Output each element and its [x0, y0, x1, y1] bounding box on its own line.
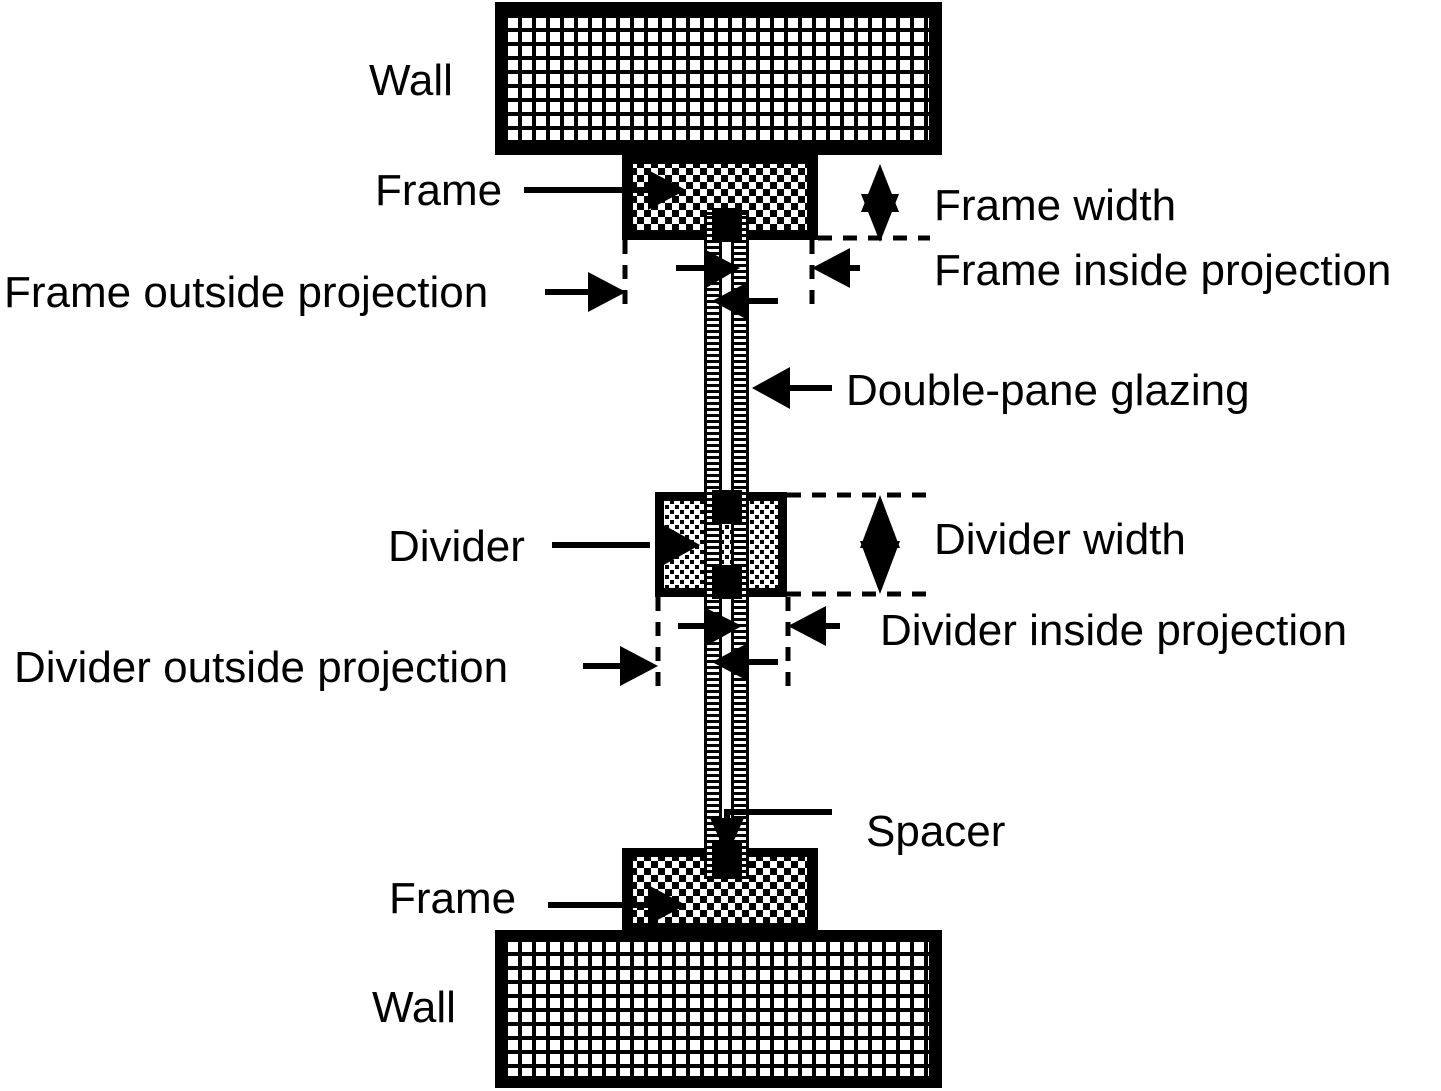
- label-wall-bottom: Wall: [372, 983, 456, 1032]
- label-spacer: Spacer: [866, 807, 1005, 856]
- frame-projection-inner-arrows: [676, 250, 778, 319]
- divider-outside-projection-leader: [583, 646, 658, 686]
- label-divider-inside-projection: Divider inside projection: [880, 606, 1347, 655]
- divider-width-dimension-arrow: [860, 495, 900, 594]
- frame-top: [622, 155, 818, 240]
- label-divider-width: Divider width: [934, 515, 1186, 564]
- frame-width-dimension-arrow: [861, 164, 899, 242]
- label-double-pane-glazing: Double-pane glazing: [846, 366, 1250, 415]
- divider-leader: [552, 523, 700, 567]
- label-frame-inside-projection: Frame inside projection: [934, 246, 1391, 295]
- divider-block: [655, 490, 787, 599]
- label-wall-top: Wall: [369, 56, 453, 105]
- label-divider: Divider: [388, 522, 525, 571]
- frame-outside-projection-leader: [545, 272, 626, 312]
- dimension-guides: [622, 235, 930, 690]
- frame-top-leader: [524, 170, 686, 210]
- label-frame-width: Frame width: [934, 181, 1176, 230]
- label-frame-top: Frame: [375, 166, 502, 215]
- wall-bottom: [495, 930, 942, 1088]
- label-frame-outside-projection: Frame outside projection: [4, 268, 488, 317]
- frame-inside-projection-leader: [812, 248, 860, 288]
- spacer-leader: [710, 809, 832, 856]
- frame-bottom-leader: [548, 885, 686, 925]
- label-frame-bottom: Frame: [389, 874, 516, 923]
- divider-projection-inner-arrows: [678, 608, 778, 680]
- label-divider-outside-projection: Divider outside projection: [14, 643, 508, 692]
- divider-inside-projection-leader: [788, 606, 840, 646]
- wall-top: [495, 2, 942, 155]
- double-pane-glazing-leader: [752, 367, 832, 409]
